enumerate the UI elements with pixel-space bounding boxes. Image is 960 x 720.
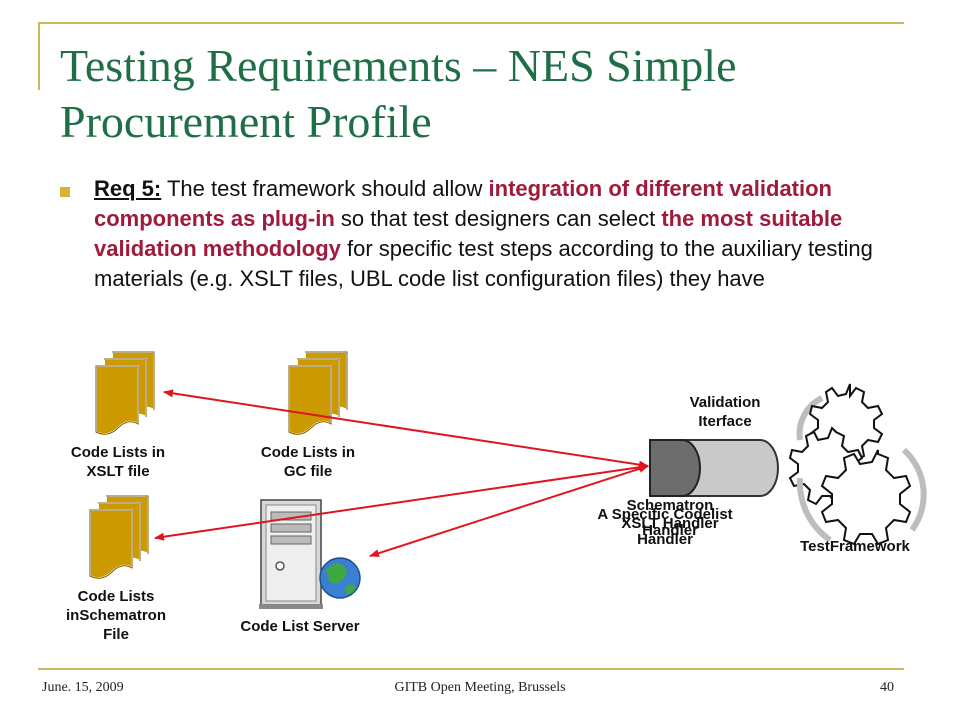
slide-title-line-1: Testing Requirements – NES Simple xyxy=(60,40,737,91)
footer-date: June. 15, 2009 xyxy=(42,680,124,695)
label-line: Code Lists in xyxy=(70,444,166,461)
label-test-framework: TestFramework xyxy=(800,538,910,555)
label-line: Code Lists in xyxy=(260,444,356,461)
label-line: File xyxy=(103,626,129,643)
label-code-lists-schematron: Code Lists inSchematron File xyxy=(46,587,186,644)
label-validation-interface: Validation Iterface xyxy=(660,393,790,431)
req-emphasis-1: integration of different validation comp… xyxy=(94,176,832,231)
label-line: Iterface xyxy=(698,413,752,430)
label-line: XSLT file xyxy=(86,463,150,480)
label-code-lists-gc: Code Lists in GC file xyxy=(238,443,378,481)
label-specific-codelist-handler: A Specific Codelist xyxy=(597,506,733,523)
doc-stack-schematron-icon xyxy=(89,495,149,580)
label-line: inSchematron xyxy=(65,607,167,624)
label-line: Validation xyxy=(689,394,761,411)
slide-frame-left xyxy=(38,22,40,90)
label-handler-a: Handler xyxy=(642,522,698,539)
doc-stack-xslt-icon xyxy=(95,351,155,436)
req-text-3: for specific test steps according to the… xyxy=(94,236,873,291)
req-emphasis-2: the most suitable validation methodology xyxy=(94,206,843,261)
slide-title: Testing Requirements – NES Simple Procur… xyxy=(60,38,920,150)
req-label: Req 5: xyxy=(94,176,162,201)
connection-arrows xyxy=(154,389,649,558)
label-line: Code Lists xyxy=(77,588,155,605)
slide-frame-top xyxy=(38,22,904,24)
requirement-text: Req 5: The test framework should allow i… xyxy=(94,174,904,294)
req-text-1: The test framework should allow xyxy=(161,176,489,201)
label-xslt-handler: XSLT Handler xyxy=(621,515,719,532)
bullet-square-icon xyxy=(60,187,70,197)
slide-frame-bottom xyxy=(38,668,904,670)
req-text-2: so that test designers can select xyxy=(334,206,662,231)
doc-stack-gc-icon xyxy=(288,351,348,436)
label-code-lists-xslt: Code Lists in XSLT file xyxy=(48,443,188,481)
label-code-list-server: Code List Server xyxy=(240,618,360,635)
validation-interface-icon xyxy=(649,439,779,497)
label-schematron-handler: Schematron xyxy=(626,497,714,514)
test-framework-gears-icon xyxy=(788,383,927,546)
slide-title-line-2: Procurement Profile xyxy=(60,96,432,147)
footer-page-number: 40 xyxy=(880,680,894,695)
footer-event: GITB Open Meeting, Brussels xyxy=(394,680,566,695)
label-handler-b: Handler xyxy=(637,531,693,548)
label-line: GC file xyxy=(283,463,333,480)
